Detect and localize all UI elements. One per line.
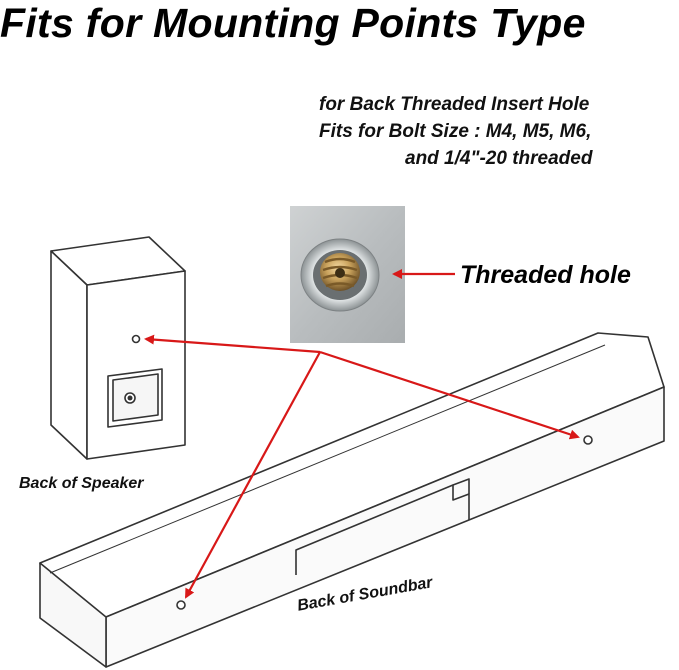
arrow-to-soundbar-left-hole: [185, 351, 321, 599]
arrow-to-speaker-hole: [144, 334, 321, 354]
speaker-mount-hole: [131, 334, 141, 344]
speaker-box: [50, 236, 186, 460]
threaded-hole-callout: Threaded hole: [460, 261, 631, 289]
soundbar: [39, 332, 665, 668]
page-title: Fits for Mounting Points Type: [0, 0, 586, 46]
soundbar-mount-hole-right: [583, 435, 593, 445]
pointer-arrows: [144, 269, 580, 599]
spec-line-thread: and 1/4"-20 threaded: [405, 148, 593, 169]
soundbar-mount-hole-left: [176, 600, 186, 610]
arrow-to-soundbar-right-hole: [319, 350, 580, 440]
threaded-insert-photo: [290, 206, 405, 343]
speaker-label: Back of Speaker: [19, 475, 144, 492]
spec-line-insert-hole: for Back Threaded Insert Hole: [319, 94, 590, 115]
spec-line-bolt-size: Fits for Bolt Size : M4, M5, M6,: [319, 121, 592, 142]
